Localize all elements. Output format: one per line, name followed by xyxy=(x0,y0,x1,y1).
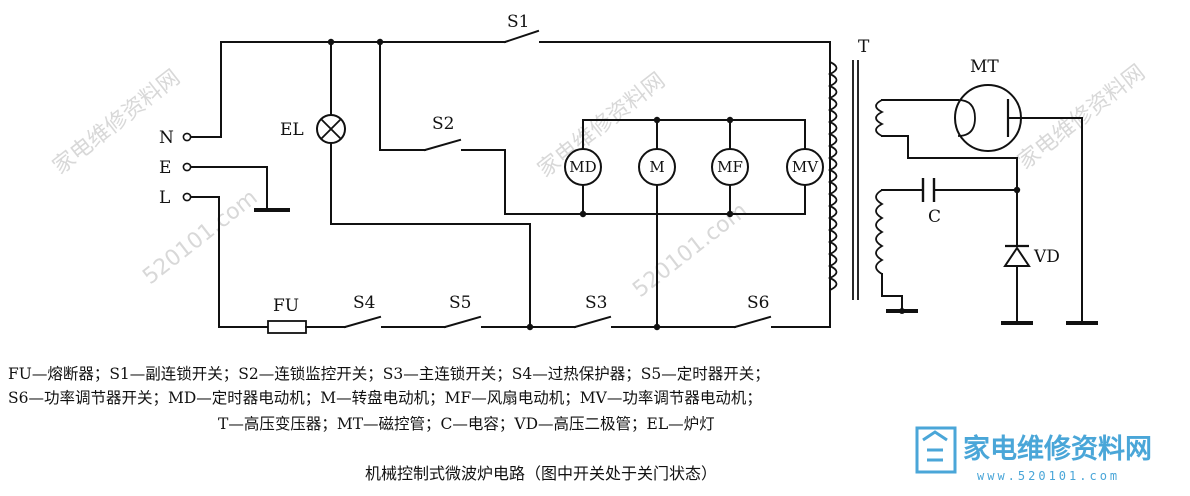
logo-text: 家电维修资料网 xyxy=(963,433,1152,465)
legend-line: T—高压变压器；MT—磁控管；C—电容；VD—高压二极管；EL—炉灯 xyxy=(218,415,715,433)
watermark-url: 520101.com xyxy=(138,185,262,290)
label-t: T xyxy=(858,37,870,57)
diode-vd xyxy=(1003,246,1031,267)
terminal-e xyxy=(182,162,192,172)
wire-filament-b xyxy=(881,135,1018,159)
label-s2: S2 xyxy=(432,114,454,134)
label-m: M xyxy=(649,158,664,176)
label-fu: FU xyxy=(273,296,299,316)
label-mv: MV xyxy=(792,158,819,176)
switch-s1 xyxy=(503,29,540,44)
wire-secondary-ground xyxy=(881,273,903,311)
circuit-diagram: 家电维修资料网 家电维修资料网 家电维修资料网 520101.com 52010… xyxy=(48,12,1150,334)
site-logo: 家电维修资料网 www.520101.com xyxy=(915,426,1152,483)
label-n: N xyxy=(159,128,174,148)
label-s5: S5 xyxy=(449,293,471,313)
terminal-n xyxy=(182,132,192,142)
motor-bus-lower xyxy=(582,183,806,215)
motor-bus-drops xyxy=(582,119,806,151)
logo-url: www.520101.com xyxy=(977,469,1120,483)
switch-s5 xyxy=(443,315,482,329)
motor-mf xyxy=(711,148,749,186)
wire-n xyxy=(190,41,222,138)
label-el: EL xyxy=(280,120,304,140)
magnetron-cathode xyxy=(957,99,976,137)
wire-e xyxy=(190,166,268,211)
terminal-l xyxy=(182,192,192,202)
switch-s6 xyxy=(733,315,772,329)
top-rail-right xyxy=(539,41,831,309)
motor-md xyxy=(564,148,602,186)
label-s6: S6 xyxy=(747,293,769,313)
label-md: MD xyxy=(569,158,596,176)
wire-l xyxy=(190,196,269,328)
motor-m xyxy=(638,148,676,186)
switch-s3 xyxy=(573,315,612,329)
switch-s4 xyxy=(343,315,382,329)
legend-line: FU—熔断器；S1—副连锁开关；S2—连锁监控开关；S3—主连锁开关；S4—过热… xyxy=(8,365,770,383)
fuse-fu xyxy=(267,320,307,334)
lamp-el-cross xyxy=(320,118,342,140)
switch-s2 xyxy=(423,138,462,152)
label-s1: S1 xyxy=(507,12,529,32)
transformer-secondary xyxy=(875,189,884,275)
wire-lamp-return xyxy=(330,142,531,328)
figure-caption: 机械控制式微波炉电路（图中开关处于关门状态） xyxy=(365,464,718,483)
transformer-filament xyxy=(875,99,885,137)
transformer-primary xyxy=(827,61,838,291)
logo-mark-icon xyxy=(915,426,957,474)
legend-line: S6—功率调节器开关；MD—定时器电动机；M—转盘电动机；MF—风扇电动机；MV… xyxy=(8,389,762,407)
label-e: E xyxy=(159,158,171,178)
wire-anode-ground xyxy=(1007,117,1083,323)
junction-dot xyxy=(899,308,905,314)
label-vd: VD xyxy=(1033,247,1060,267)
junction-dots xyxy=(327,38,734,331)
wire-s2-in xyxy=(379,41,426,151)
label-s3: S3 xyxy=(585,293,607,313)
bottom-rail-5 xyxy=(771,307,831,328)
label-mt: MT xyxy=(970,57,999,77)
motor-mv xyxy=(786,148,824,186)
junction-dot xyxy=(1013,186,1021,194)
label-l: L xyxy=(159,188,170,208)
label-c: C xyxy=(928,207,941,227)
wire-s2-out xyxy=(461,149,806,215)
label-mf: MF xyxy=(717,158,743,176)
label-s4: S4 xyxy=(353,293,375,313)
